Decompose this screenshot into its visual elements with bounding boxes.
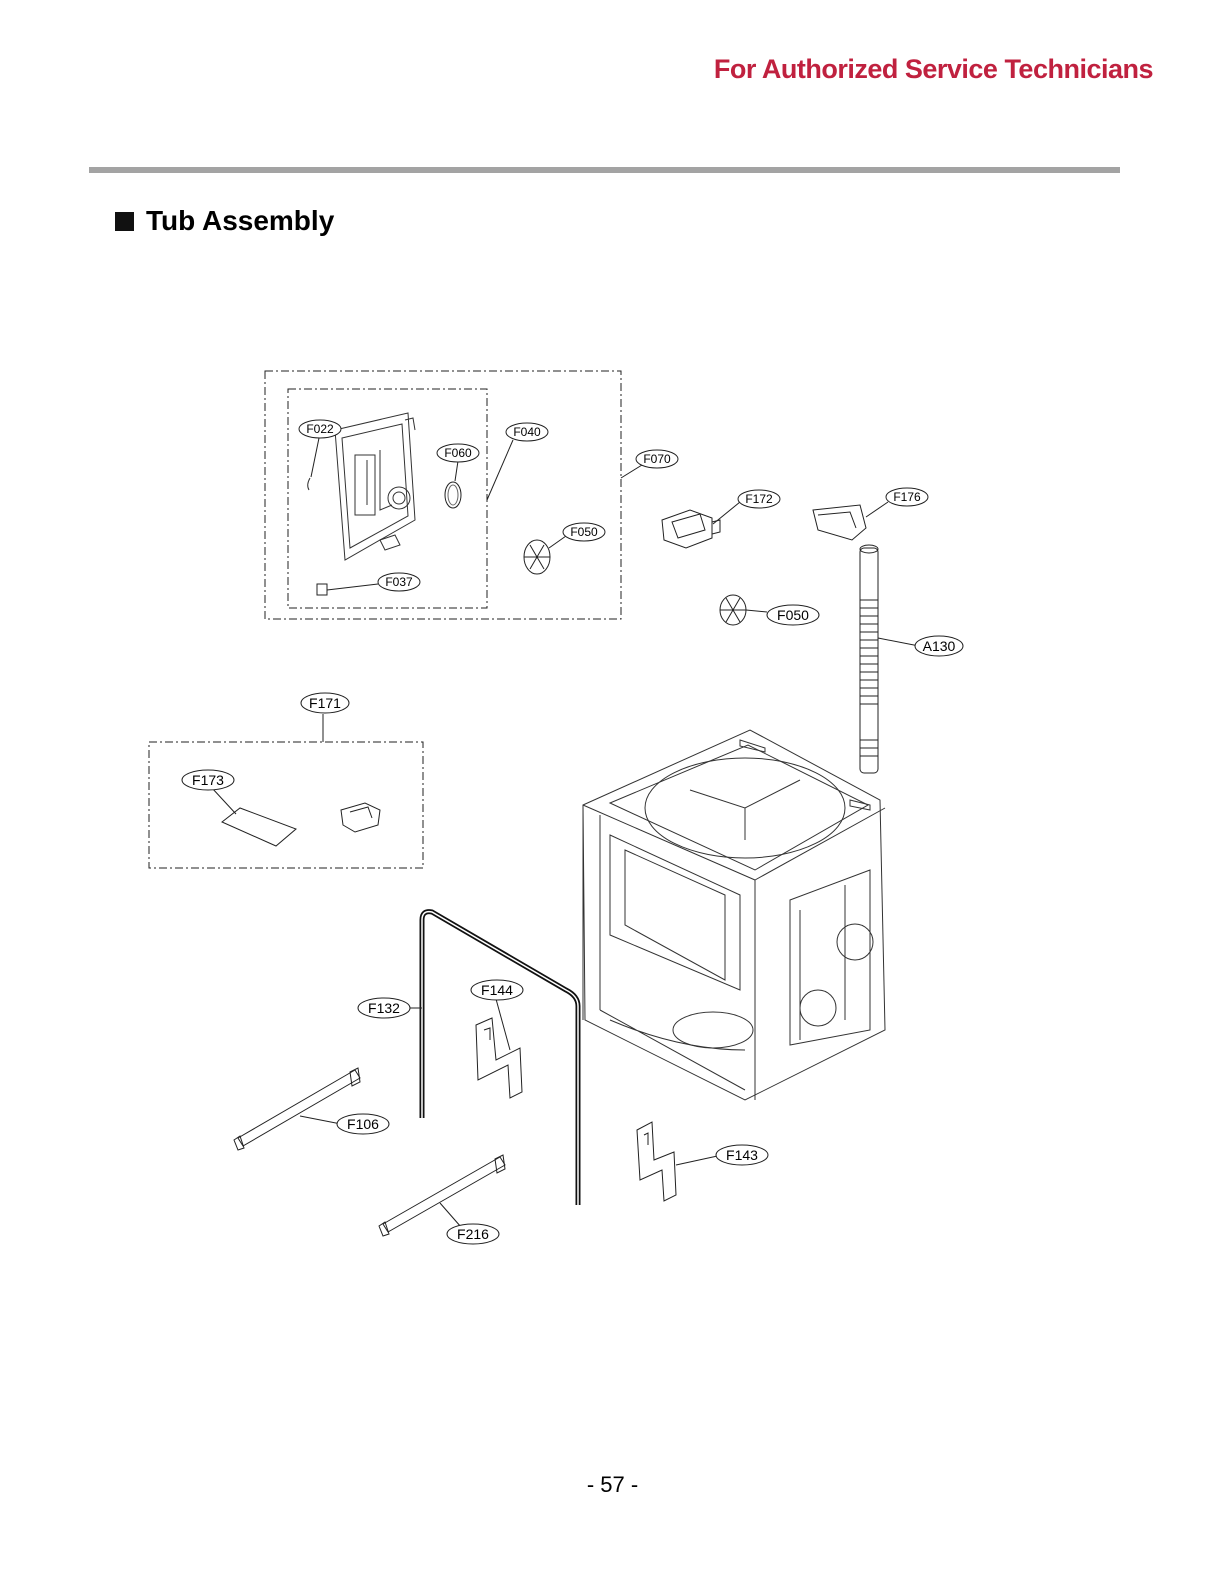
svg-text:F176: F176 — [893, 490, 921, 504]
callout-f144: F144 — [470, 979, 524, 1001]
door-hinge-left-part — [636, 1121, 677, 1202]
svg-text:F132: F132 — [368, 1000, 400, 1016]
header-divider — [89, 167, 1120, 173]
callout-f050-upper: F050 — [562, 522, 606, 542]
drain-pump-part — [661, 509, 721, 549]
sump-plate-part — [334, 412, 416, 561]
door-latch-part — [340, 802, 381, 833]
connector-part — [316, 583, 328, 596]
callout-f037: F037 — [377, 572, 421, 592]
callout-a130: A130 — [914, 635, 964, 657]
svg-text:F037: F037 — [385, 575, 413, 589]
filter-disk-part-upper — [523, 539, 551, 575]
svg-text:F050: F050 — [570, 525, 598, 539]
svg-text:F060: F060 — [444, 446, 472, 460]
group-box-f040 — [287, 388, 488, 609]
callout-f176: F176 — [885, 487, 929, 507]
callout-f132: F132 — [357, 997, 411, 1019]
section-title: Tub Assembly — [146, 205, 335, 236]
hose-bracket-part — [812, 504, 867, 541]
drain-hose-part — [859, 544, 879, 774]
callout-f040: F040 — [505, 422, 549, 442]
callout-f143: F143 — [715, 1144, 769, 1166]
callout-f060: F060 — [436, 443, 480, 463]
group-box-f171 — [148, 741, 424, 869]
svg-text:F106: F106 — [347, 1116, 379, 1132]
group-box-f070 — [264, 370, 622, 620]
filter-disk-part-lower — [719, 594, 747, 626]
authorized-technicians-label: For Authorized Service Technicians — [713, 54, 1154, 84]
svg-text:F040: F040 — [513, 425, 541, 439]
svg-text:A130: A130 — [923, 638, 956, 654]
lower-rail-part-upper — [233, 1067, 361, 1151]
leader-lines — [211, 437, 920, 1228]
svg-text:F143: F143 — [726, 1147, 758, 1163]
callout-f106: F106 — [336, 1113, 390, 1135]
callout-f216: F216 — [446, 1223, 500, 1245]
manual-sheet-part — [221, 807, 297, 847]
svg-text:F070: F070 — [643, 452, 671, 466]
callout-f173: F173 — [181, 769, 235, 791]
svg-text:F022: F022 — [306, 422, 334, 436]
svg-text:F172: F172 — [745, 492, 773, 506]
callout-f172: F172 — [737, 489, 781, 509]
section-heading: Tub Assembly — [115, 205, 334, 237]
callout-f070: F070 — [635, 449, 679, 469]
svg-text:F144: F144 — [481, 982, 513, 998]
callout-f171: F171 — [300, 692, 350, 714]
page-number: - 57 - — [586, 1472, 639, 1497]
wire-part — [307, 477, 311, 491]
square-bullet-icon — [115, 211, 134, 231]
svg-text:F050: F050 — [777, 607, 809, 623]
svg-text:F173: F173 — [192, 772, 224, 788]
svg-text:F216: F216 — [457, 1226, 489, 1242]
o-ring-part — [444, 481, 462, 509]
callout-f022: F022 — [298, 419, 342, 439]
lower-rail-part-lower — [378, 1154, 506, 1237]
svg-text:F171: F171 — [309, 695, 341, 711]
tub-body-part — [582, 729, 886, 1101]
door-hinge-right-part — [475, 1017, 523, 1099]
callout-f050-lower: F050 — [766, 604, 820, 626]
